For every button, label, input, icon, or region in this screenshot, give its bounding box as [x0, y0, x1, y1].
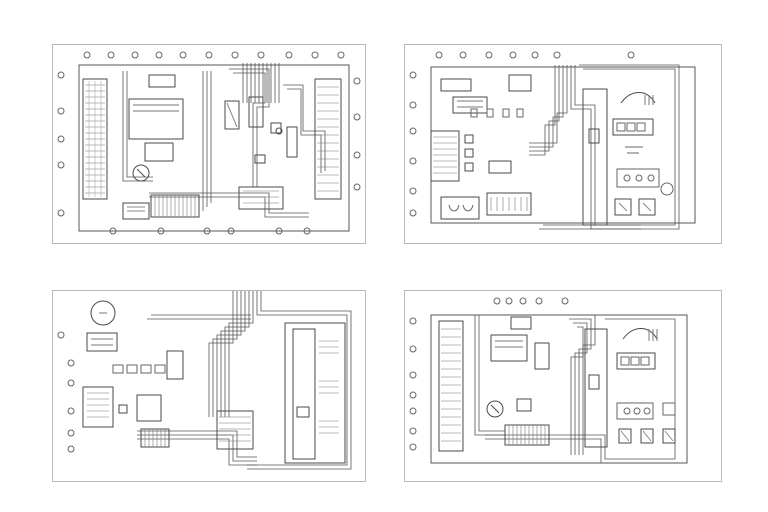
component-row — [470, 108, 524, 118]
main-enclosure — [582, 88, 608, 226]
right-device-row — [616, 168, 674, 196]
grid-bubbles-top — [435, 51, 635, 59]
terminal-strip-bottom — [504, 424, 550, 446]
grid-bubbles-top — [493, 297, 569, 305]
left-panel-board — [82, 78, 108, 200]
schematic-sheet-top-right — [404, 44, 722, 244]
terminal-strip-right — [216, 410, 254, 450]
right-device-row — [616, 402, 676, 420]
grid-bubbles-left — [409, 317, 417, 451]
grid-bubbles-left — [409, 71, 417, 217]
round-tank — [90, 300, 116, 326]
right-panel-board — [314, 78, 342, 200]
symbol-box — [440, 196, 480, 220]
left-cabinet — [430, 130, 474, 182]
grid-bubbles-bottom — [109, 227, 311, 235]
schematic-sheet-bottom-left — [52, 290, 366, 482]
schematic-sheet-bottom-right — [404, 290, 722, 482]
grid-bubbles-left — [57, 71, 65, 217]
grid-bubbles-right — [353, 77, 361, 191]
wiring-bundle-main — [122, 63, 326, 218]
title-box — [148, 74, 176, 88]
main-enclosure — [584, 328, 608, 448]
left-cabinet — [82, 386, 162, 428]
left-panel-board — [438, 320, 464, 452]
schematic-drawing-top-left — [57, 51, 361, 235]
component-row — [112, 364, 166, 374]
wiring-bundle-main — [137, 291, 352, 470]
schematic-sheet-top-left — [52, 44, 366, 244]
terminal-strip-bottom — [150, 194, 200, 218]
grid-bubbles-left — [57, 331, 75, 453]
schematic-drawing-bottom-right — [409, 297, 688, 464]
enclosure-modules — [319, 340, 339, 434]
schematic-drawing-top-right — [409, 51, 696, 230]
equipment-box — [128, 98, 184, 140]
schematic-drawing-bottom-left — [57, 291, 352, 470]
right-module-block — [616, 328, 658, 370]
wiring-bundle-main — [529, 64, 680, 230]
grid-bubbles-top — [83, 51, 345, 59]
main-enclosure — [284, 322, 346, 464]
right-module-block — [612, 92, 656, 136]
device-block-bottom-right — [238, 154, 284, 210]
terminal-strip-left — [140, 428, 170, 448]
